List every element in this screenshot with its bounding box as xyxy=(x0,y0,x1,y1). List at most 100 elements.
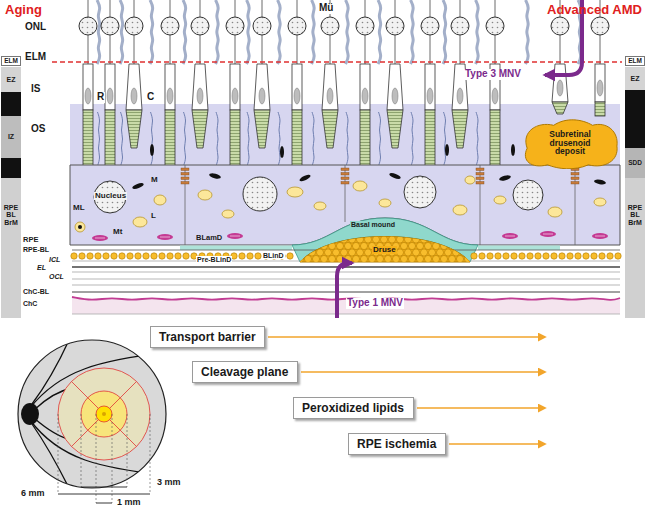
axon xyxy=(134,0,135,17)
microvillus xyxy=(411,112,413,166)
lipoprotein xyxy=(348,236,355,243)
lipoprotein xyxy=(304,229,311,236)
lipoprotein xyxy=(615,253,621,259)
lipoprotein xyxy=(336,229,343,236)
node-text: Peroxidized lipids xyxy=(302,401,404,415)
lipoprotein xyxy=(336,255,343,262)
deposit-label: BLamD xyxy=(195,234,223,242)
lipoprotein xyxy=(456,242,463,249)
fovea xyxy=(102,412,106,416)
cell-fiber xyxy=(495,35,496,64)
lipoprotein xyxy=(167,253,173,259)
consequence-arrow xyxy=(417,407,545,409)
ellipsoid xyxy=(294,88,300,104)
lipofuscin xyxy=(379,199,391,207)
lipoprotein xyxy=(452,236,459,243)
lipoprotein xyxy=(479,253,485,259)
deposit-label: BLinD xyxy=(262,252,285,259)
deposit-label: Druse xyxy=(372,246,397,254)
dimension-label: 6 mm xyxy=(20,489,46,498)
rpe-nucleus xyxy=(513,180,543,210)
lipoprotein xyxy=(384,255,391,262)
muller-fiber xyxy=(378,0,381,64)
lipoprotein xyxy=(460,236,467,243)
inner-segment xyxy=(425,64,435,110)
consequence-arrow xyxy=(268,336,545,338)
macula-1mm xyxy=(96,406,112,422)
cell-nucleus xyxy=(191,17,209,35)
layer-label: ChC xyxy=(22,300,38,307)
mitochondrion xyxy=(92,235,108,241)
muller-fiber xyxy=(183,0,186,64)
cell-fiber xyxy=(430,35,431,64)
oct-band: ELM xyxy=(1,56,21,66)
rpe-nucleus xyxy=(243,177,277,211)
lipoprotein xyxy=(599,253,605,259)
lipoprotein xyxy=(460,249,467,256)
lipoprotein xyxy=(300,236,307,243)
outer-segment xyxy=(387,110,403,148)
axon xyxy=(88,0,89,17)
bruch-layer-line xyxy=(72,266,620,268)
lipoprotein xyxy=(543,253,549,259)
cell-label: C xyxy=(146,92,155,103)
lipoprotein xyxy=(328,242,335,249)
lipoprotein xyxy=(151,253,157,259)
node-text: Transport barrier xyxy=(159,330,256,344)
lipoprotein xyxy=(404,249,411,256)
microvillus xyxy=(151,112,153,166)
junction xyxy=(181,168,189,184)
inner-segment xyxy=(254,64,270,110)
lipoprotein xyxy=(368,255,375,262)
lipoprotein xyxy=(432,229,439,236)
junction-bar xyxy=(181,182,189,185)
dimension-tick xyxy=(150,414,151,494)
lipoprotein xyxy=(352,255,359,262)
muller-fibers xyxy=(97,0,581,64)
cell-nucleus xyxy=(486,17,504,35)
organelle-label: L xyxy=(150,212,157,220)
lipoprotein xyxy=(444,236,451,243)
junction xyxy=(476,168,484,184)
organelle-label: ML xyxy=(72,204,86,212)
cone-cell xyxy=(551,0,569,114)
junction xyxy=(571,168,579,184)
lipoprotein xyxy=(456,255,463,262)
muller-fiber xyxy=(216,0,219,64)
cell-fiber xyxy=(560,35,561,64)
drusenoid-deposit: Subretinal drusenoid deposit xyxy=(519,117,621,169)
node-text: ELM xyxy=(4,58,18,65)
melanosome xyxy=(280,146,284,158)
cone-cell xyxy=(321,0,339,148)
ellipsoid xyxy=(427,88,433,104)
rod-cell xyxy=(288,0,306,166)
melanosome xyxy=(389,172,402,180)
lipoprotein xyxy=(607,253,613,259)
cell-fiber xyxy=(170,35,171,64)
lipoprotein xyxy=(424,255,431,262)
lipoprotein xyxy=(448,242,455,249)
layer-label: ONL xyxy=(24,22,47,33)
mitochondrion xyxy=(227,233,243,239)
lipoprotein xyxy=(332,236,339,243)
lipofuscin xyxy=(494,196,506,204)
ellipsoid xyxy=(362,88,368,104)
lipoprotein xyxy=(464,255,471,262)
lipoprotein xyxy=(416,255,423,262)
axon xyxy=(430,0,431,17)
melanosome xyxy=(209,172,222,179)
druse xyxy=(300,237,470,263)
microvillus xyxy=(346,112,348,166)
lipoprotein xyxy=(324,249,331,256)
junction-bar xyxy=(571,177,579,180)
lipofuscin xyxy=(353,181,367,191)
lipoprotein xyxy=(119,253,125,259)
lipoprotein xyxy=(79,253,85,259)
inner-segment xyxy=(360,64,370,110)
lipoprotein xyxy=(452,249,459,256)
lipoprotein xyxy=(300,249,307,256)
ellipsoid xyxy=(457,88,463,104)
blamd-band xyxy=(180,246,292,251)
inner-segment xyxy=(595,64,605,102)
